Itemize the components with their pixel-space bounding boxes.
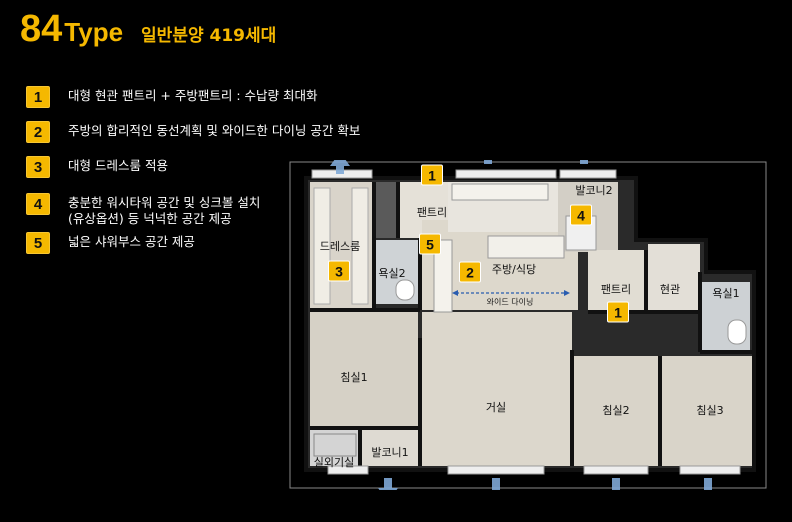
feature-item: 2 주방의 합리적인 동선계획 및 와이드한 다이닝 공간 확보 [26, 121, 360, 143]
room-label-entrance: 현관 [659, 283, 681, 296]
room-label-bed2: 침실2 [602, 404, 630, 417]
unit-count: 일반분양 419세대 [141, 26, 277, 46]
page-title: 84 Type 일반분양 419세대 [20, 8, 276, 51]
feature-text: 대형 드레스룸 적용 [68, 158, 168, 173]
feature-item: 5 넓은 샤워부스 공간 제공 [26, 232, 195, 254]
room-label-wide-dining: 와이드 다이닝 [486, 297, 534, 307]
feature-badge: 3 [26, 156, 50, 178]
feature-text: 넓은 샤워부스 공간 제공 [68, 234, 195, 249]
type-label: Type [64, 17, 124, 47]
outdoor-unit-floor [310, 430, 360, 466]
feature-item: 3 대형 드레스룸 적용 [26, 156, 168, 178]
plan-badge: 2 [459, 261, 481, 283]
room-label-balcony1: 발코니1 [371, 446, 409, 459]
room-label-bath1: 욕실1 [712, 287, 740, 300]
room-label-bath2: 욕실2 [378, 267, 406, 280]
type-number: 84 [20, 8, 63, 50]
bed2-floor [574, 356, 658, 466]
feature-badge: 2 [26, 121, 50, 143]
feature-item: 1 대형 현관 팬트리 + 주방팬트리 : 수납량 최대화 [26, 86, 318, 108]
room-label-bed1: 침실1 [340, 371, 368, 384]
balcony1-floor [362, 430, 418, 466]
feature-badge: 1 [26, 86, 50, 108]
room-label-dressroom: 드레스룸 [319, 240, 361, 253]
room-label-pantry-entry: 팬트리 [600, 283, 632, 296]
plan-badge: 4 [570, 204, 592, 226]
floor-plan: 드레스룸 욕실2 팬트리 주방/식당 와이드 다이닝 발코니2 팬트리 현관 욕… [288, 160, 768, 490]
feature-text: 충분한 워시타워 공간 및 싱크볼 설치 (유상옵션) 등 넉넉한 공간 제공 [68, 195, 261, 226]
living-floor [422, 312, 572, 466]
room-label-pantry-kitchen: 팬트리 [416, 206, 448, 219]
feature-badge: 5 [26, 232, 50, 254]
feature-text: 대형 현관 팬트리 + 주방팬트리 : 수납량 최대화 [68, 88, 318, 103]
plan-badge: 3 [328, 260, 350, 282]
floor-plan-drawing [289, 160, 767, 490]
room-label-outdoor-unit: 실외기실 [313, 456, 355, 469]
feature-badge: 4 [26, 193, 50, 215]
feature-item: 4 충분한 워시타워 공간 및 싱크볼 설치 (유상옵션) 등 넉넉한 공간 제… [26, 193, 260, 227]
bed1-floor [310, 312, 418, 426]
plan-badge: 1 [607, 301, 629, 323]
entrance-floor [648, 244, 700, 312]
room-label-balcony2: 발코니2 [575, 184, 613, 197]
plan-badge: 1 [421, 164, 443, 186]
plan-badge: 5 [419, 233, 441, 255]
room-label-bed3: 침실3 [696, 404, 724, 417]
room-label-kitchen: 주방/식당 [491, 263, 537, 276]
feature-text: 주방의 합리적인 동선계획 및 와이드한 다이닝 공간 확보 [68, 123, 361, 138]
bed3-floor [662, 356, 752, 466]
room-label-living: 거실 [485, 401, 507, 414]
